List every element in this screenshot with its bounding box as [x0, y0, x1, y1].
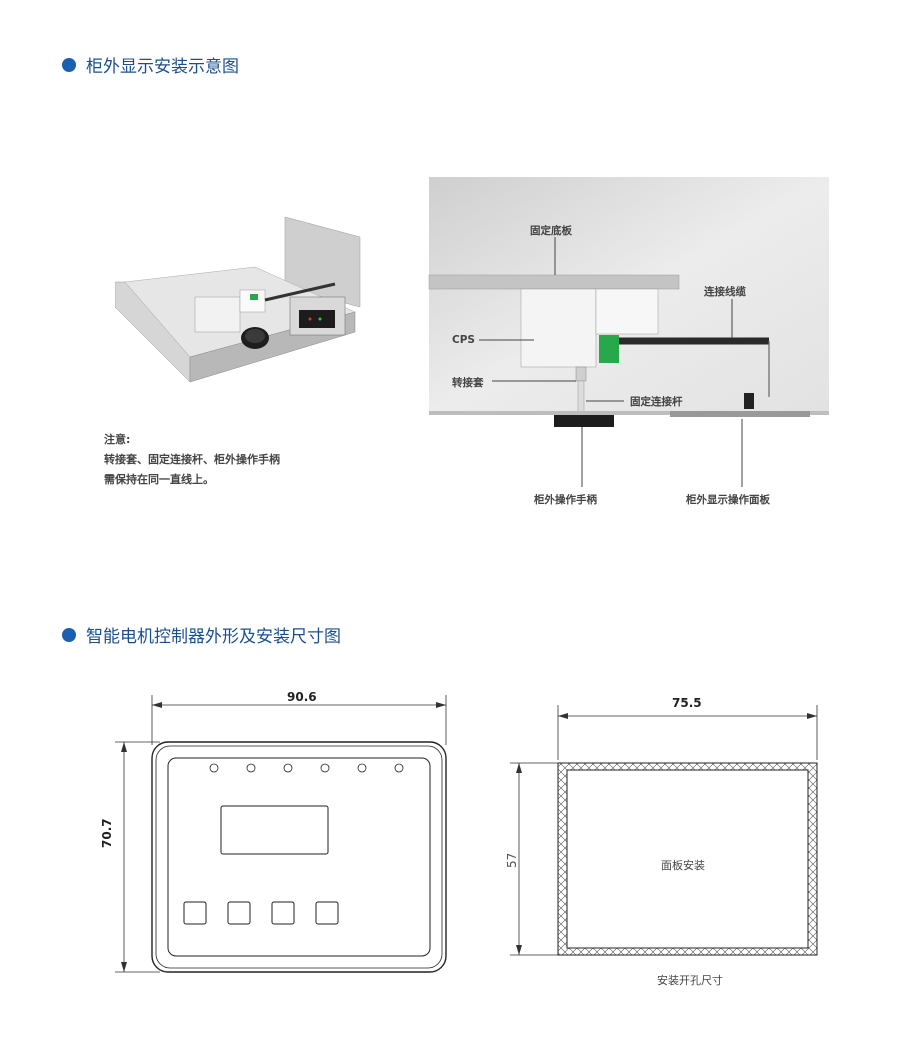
label-rod: 固定连接杆: [630, 396, 683, 408]
label-adapter: 转接套: [452, 377, 484, 389]
controller-outline-drawing: [115, 695, 447, 973]
dim-outer-width: 90.6: [287, 690, 317, 704]
bullet-dot-icon: [62, 57, 76, 72]
cabinet-cross-section: [428, 177, 829, 487]
label-handle: 柜外操作手柄: [534, 494, 597, 506]
label-panel: 柜外显示操作面板: [686, 494, 770, 506]
label-cps: CPS: [452, 334, 475, 346]
bullet-dot-icon: [62, 627, 76, 642]
label-base-plate: 固定底板: [530, 225, 572, 237]
cutout-center-label: 面板安装: [661, 859, 705, 872]
section-title-install: 柜外显示安装示意图: [62, 52, 239, 77]
cutout-drawing: [510, 705, 818, 956]
section-title-dimensions: 智能电机控制器外形及安装尺寸图: [62, 622, 341, 647]
section-title-dimensions-text: 智能电机控制器外形及安装尺寸图: [86, 627, 341, 647]
note-line-2: 需保持在同一直线上。: [104, 473, 214, 486]
label-cable: 连接线缆: [704, 286, 746, 298]
enclosure-illustration: [115, 216, 361, 383]
installation-note: 注意: 转接套、固定连接杆、柜外操作手柄 需保持在同一直线上。: [104, 430, 280, 490]
dim-cutout-height: 57: [505, 852, 519, 868]
note-heading: 注意:: [104, 433, 131, 446]
dim-outer-height: 70.7: [100, 818, 114, 848]
cutout-caption: 安装开孔尺寸: [657, 974, 723, 987]
note-line-1: 转接套、固定连接杆、柜外操作手柄: [104, 453, 280, 466]
section-title-install-text: 柜外显示安装示意图: [86, 57, 239, 77]
dim-cutout-width: 75.5: [672, 696, 702, 710]
